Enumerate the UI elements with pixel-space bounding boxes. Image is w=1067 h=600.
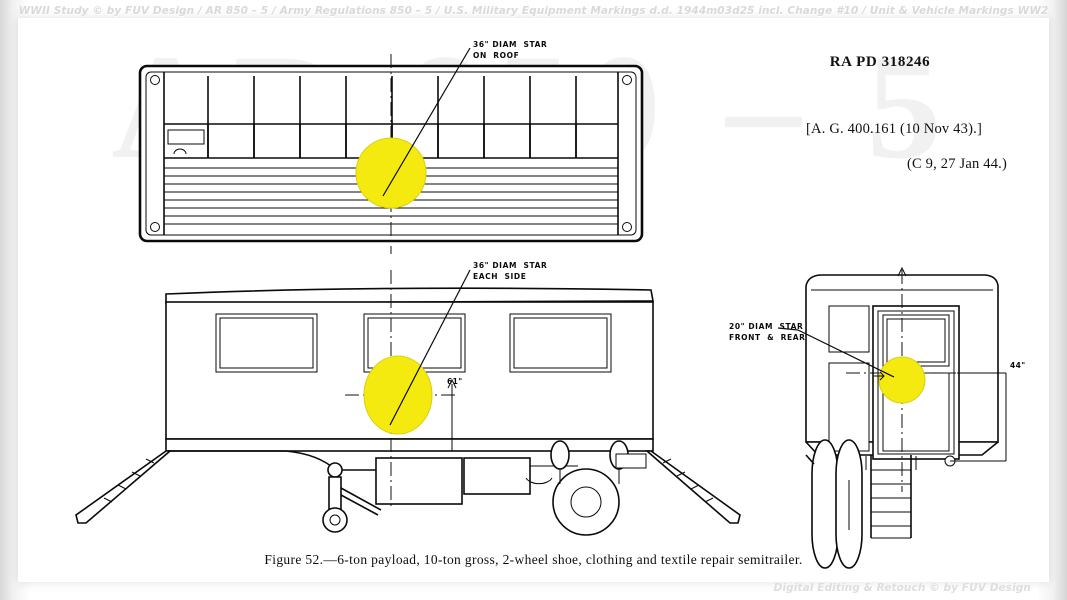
rear-view-group <box>805 266 1007 569</box>
document-sheet: AR 850 – 5 <box>18 18 1049 582</box>
callout-rear-star: 20" DIAM STAR FRONT & REAR <box>729 322 806 342</box>
side-windows <box>215 313 612 373</box>
ag-reference-line: [A. G. 400.161 (10 Nov 43).] <box>806 121 982 137</box>
callout-side-star: 36" DIAM STAR EACH SIDE <box>473 261 548 281</box>
callout-roof-star: 36" DIAM STAR ON ROOF <box>473 40 548 60</box>
side-star-marking <box>363 355 433 435</box>
right-ramp <box>644 450 741 524</box>
side-view-group <box>75 270 741 536</box>
dimension-rear-star-height: 44" <box>1010 361 1026 370</box>
change-reference-line: (C 9, 27 Jan 44.) <box>906 156 1007 172</box>
top-view-group <box>138 54 644 254</box>
rear-star-marking <box>878 356 926 404</box>
rear-ladder <box>865 455 917 539</box>
roof-star-marking <box>355 137 427 209</box>
figure-caption: Figure 52.—6-ton payload, 10-ton gross, … <box>264 552 803 567</box>
dimension-side-star-height: 61" <box>447 377 463 386</box>
technical-drawing <box>75 47 1007 569</box>
document-reference-block: RA PD 318246 [A. G. 400.161 (10 Nov 43).… <box>759 54 1029 173</box>
ra-pd-number: RA PD 318246 <box>829 54 931 70</box>
